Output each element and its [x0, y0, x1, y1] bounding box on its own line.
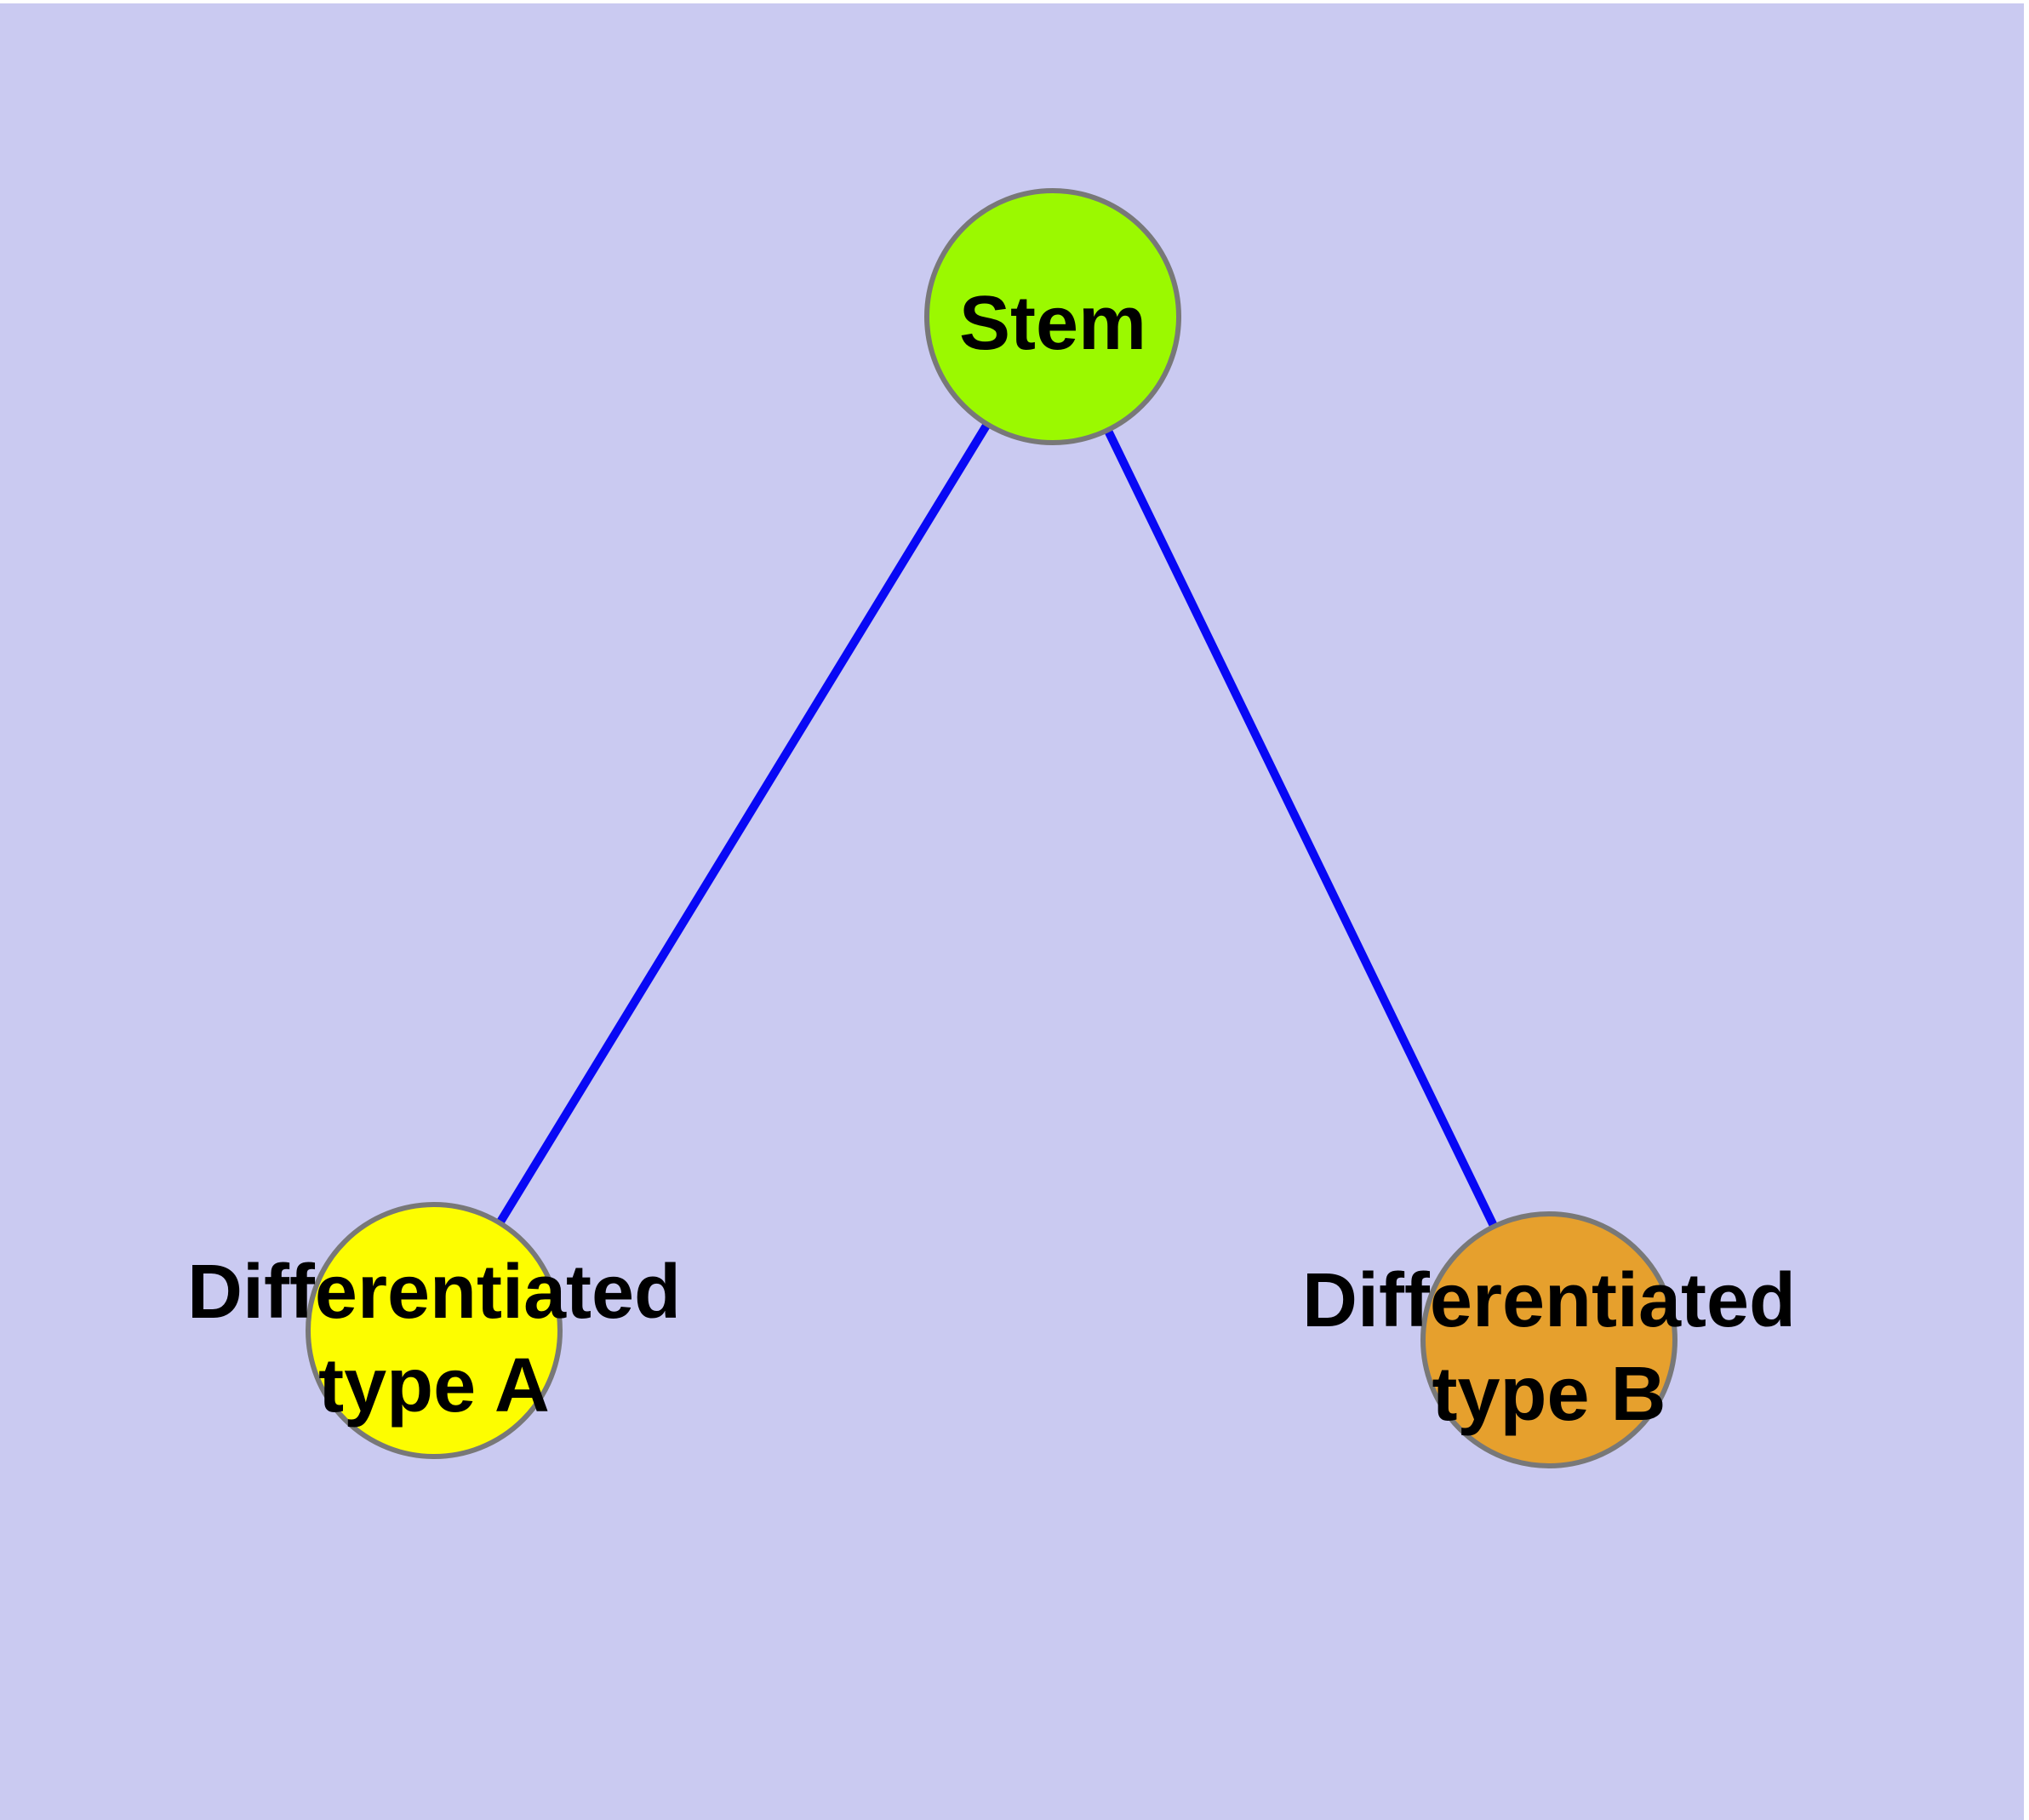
- node-stem-label: Stem: [959, 281, 1146, 366]
- node-type-a-circle: [306, 1202, 563, 1459]
- node-type-b-label-line1: Differentiated: [1302, 1258, 1796, 1343]
- edge-stem-to-type-b: [1049, 314, 1553, 1342]
- node-type-b-circle: [1420, 1211, 1677, 1468]
- right-margin-strip: [2024, 0, 2029, 1820]
- node-stem-circle: [924, 188, 1181, 445]
- edge-stem-to-type-a: [430, 314, 1057, 1333]
- top-margin-strip: [0, 0, 2029, 3]
- node-type-a-label-line1: Differentiated: [187, 1250, 681, 1335]
- node-type-b-label-line2: type B: [1432, 1352, 1666, 1437]
- node-type-a-label-line2: type A: [318, 1343, 550, 1428]
